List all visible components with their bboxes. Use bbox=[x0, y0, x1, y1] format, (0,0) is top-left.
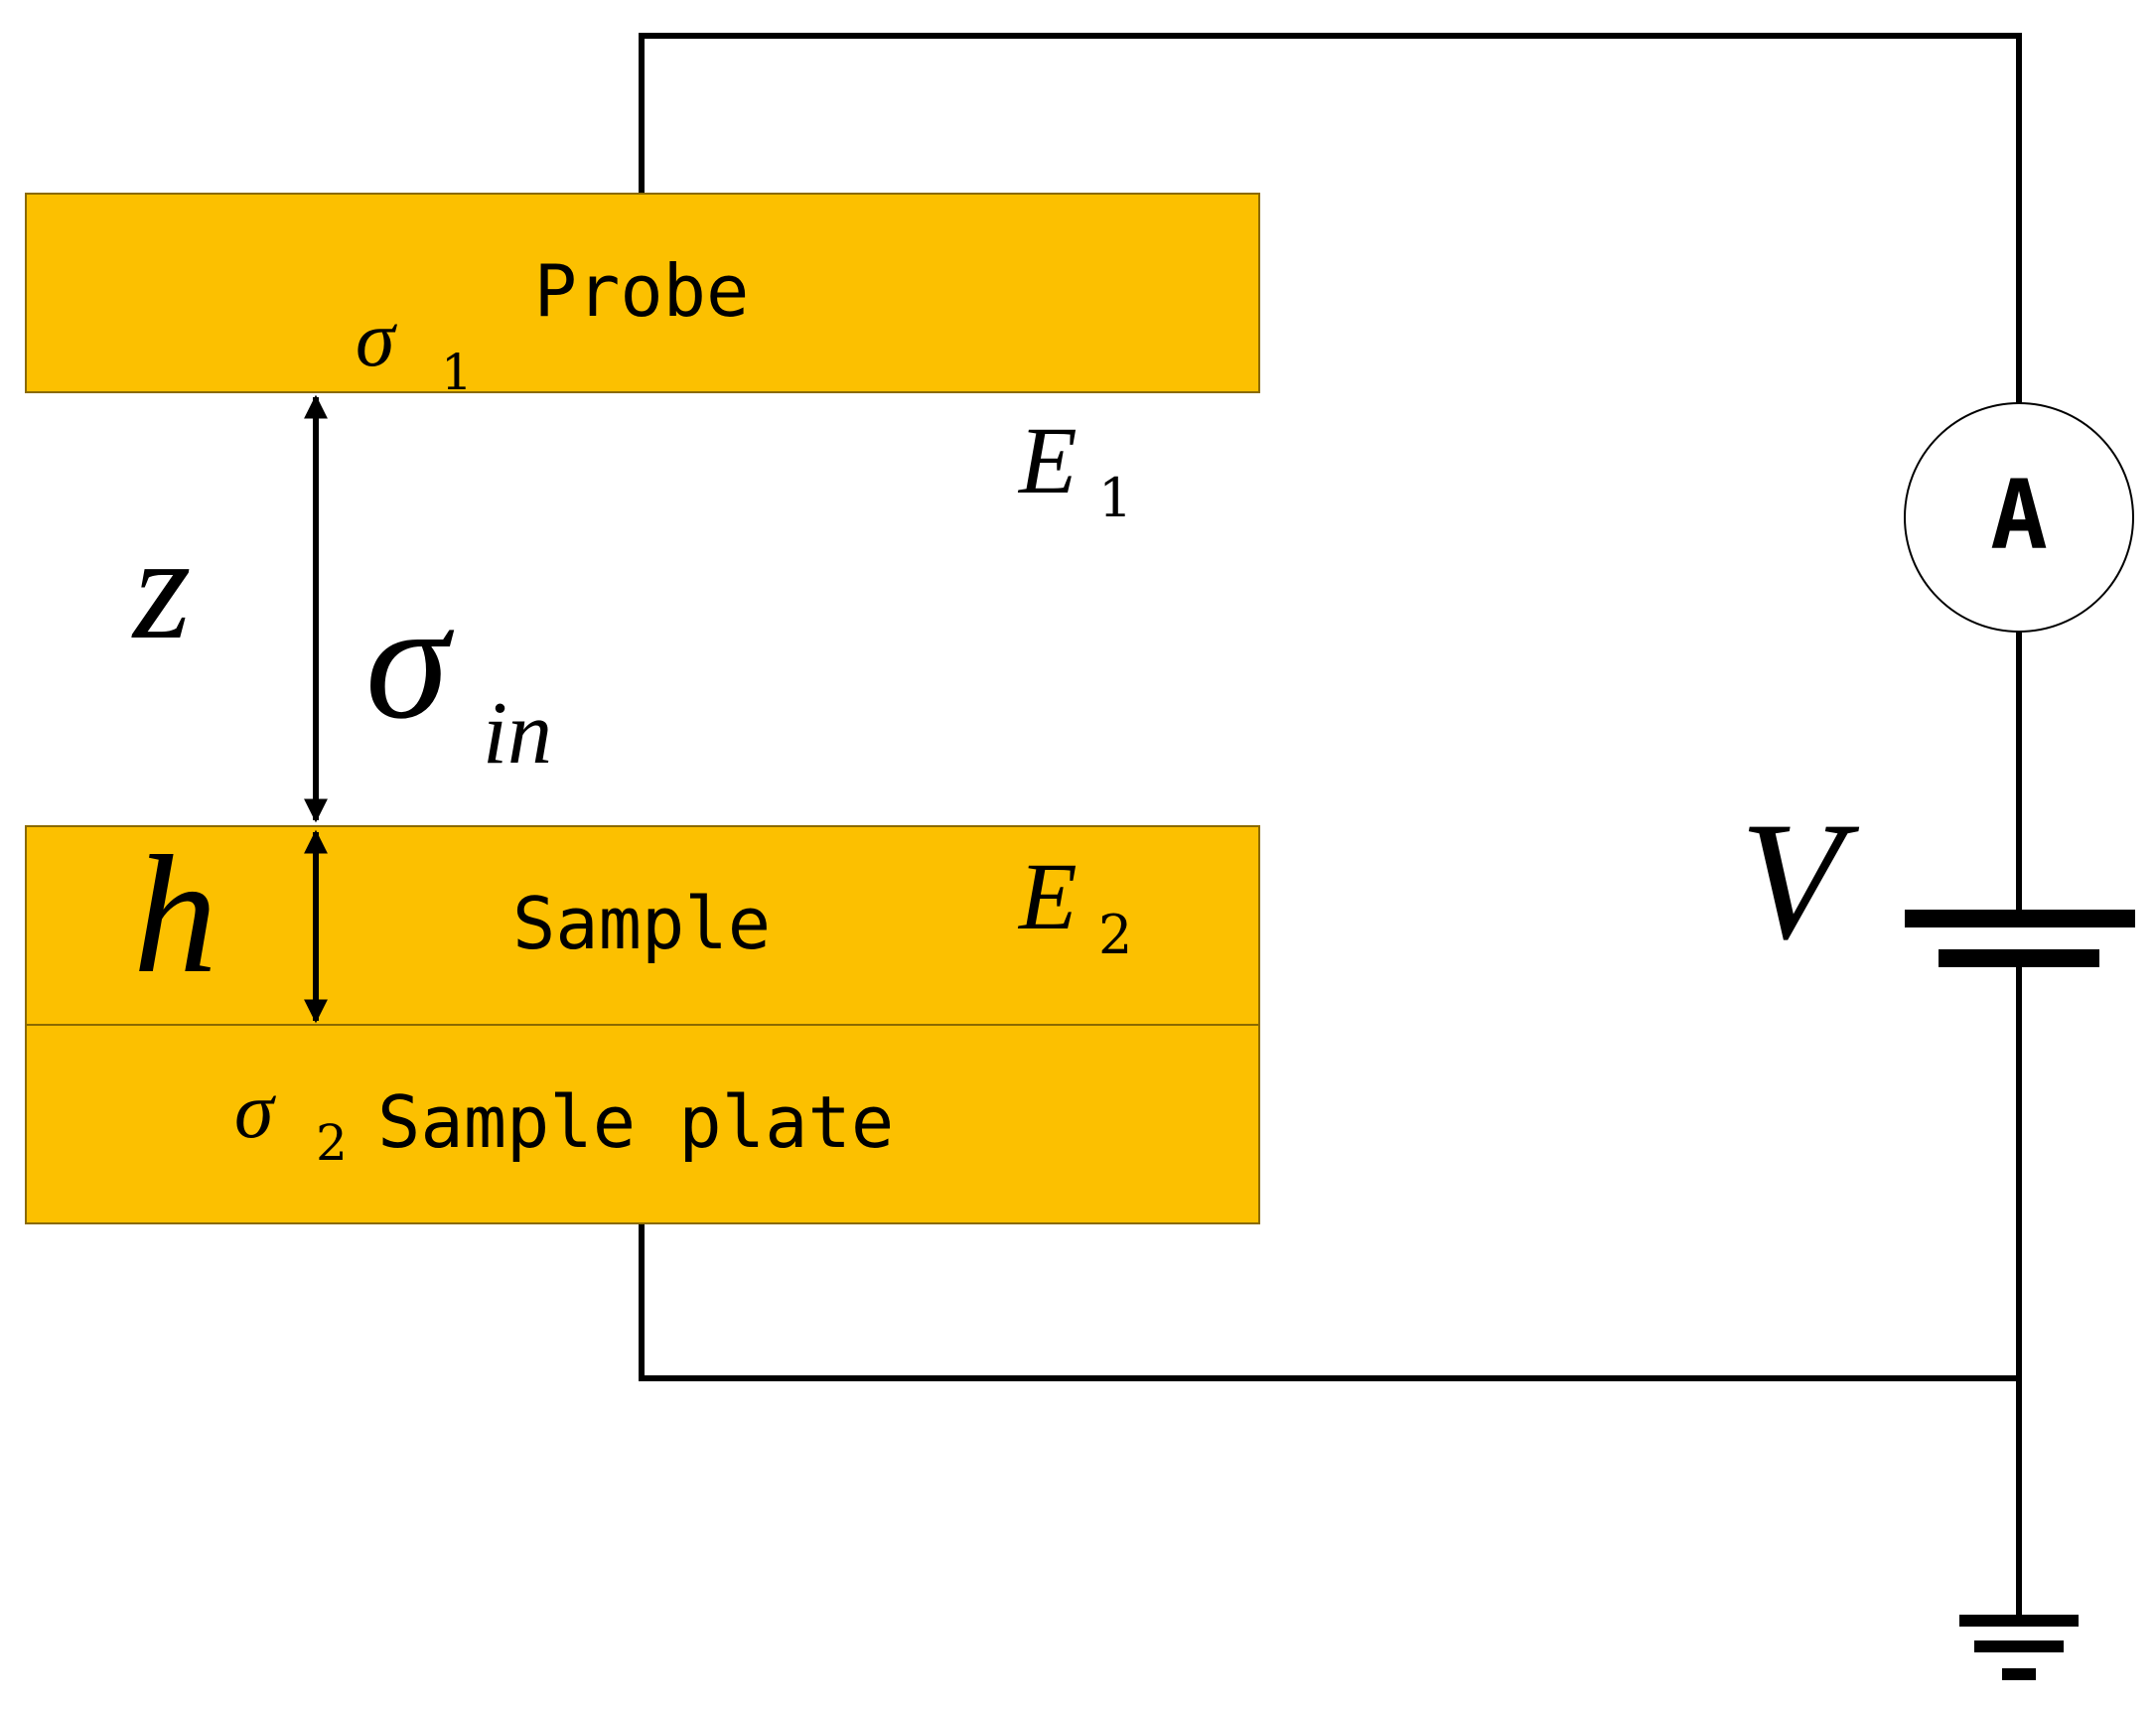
bottom-wire bbox=[639, 1221, 2019, 1381]
sigma-in-symbol: σ bbox=[365, 567, 455, 754]
e1-symbol: E bbox=[1017, 407, 1078, 513]
ground-line-2 bbox=[1974, 1640, 2064, 1652]
top-wire bbox=[639, 33, 2022, 404]
thickness-label: h bbox=[133, 821, 217, 1008]
probe-plate bbox=[25, 193, 1260, 393]
e1-subscript: 1 bbox=[1098, 467, 1132, 529]
sigma1-symbol: σ bbox=[356, 296, 397, 383]
sample-plate-label: Sample plate bbox=[377, 1080, 894, 1164]
sigma1-subscript: 1 bbox=[441, 344, 473, 401]
sigma2-subscript: 2 bbox=[316, 1114, 348, 1172]
ammeter-circle bbox=[1904, 402, 2134, 633]
sigma2-symbol: σ bbox=[234, 1068, 276, 1155]
circuit-wires bbox=[639, 33, 2022, 1619]
ammeter-label: A bbox=[1990, 460, 2048, 571]
battery-icon bbox=[1905, 910, 2135, 967]
ground-line-3 bbox=[2002, 1668, 2036, 1680]
voltage-label: V bbox=[1740, 787, 1860, 974]
gap-label: z bbox=[131, 505, 191, 670]
battery-long-plate bbox=[1905, 910, 2135, 927]
e2-subscript: 2 bbox=[1098, 904, 1132, 966]
probe-label: Probe bbox=[534, 249, 750, 333]
ground-icon bbox=[1959, 1615, 2079, 1680]
sample-label: Sample bbox=[512, 882, 771, 965]
sigma-in-subscript: in bbox=[483, 684, 552, 783]
e2-symbol: E bbox=[1017, 843, 1078, 949]
battery-short-plate bbox=[1939, 949, 2099, 967]
ground-line-1 bbox=[1959, 1615, 2079, 1627]
ammeter-icon: A bbox=[1904, 402, 2134, 633]
sample-plate bbox=[25, 1024, 1260, 1224]
